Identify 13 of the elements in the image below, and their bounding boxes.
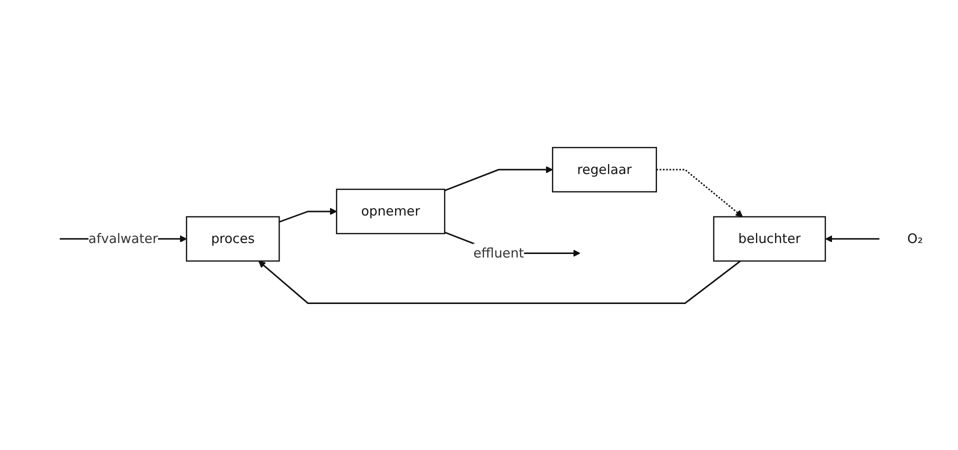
- node-text: O₂: [907, 230, 923, 246]
- arrow: [278, 207, 337, 222]
- edge-label: afvalwater: [88, 230, 158, 246]
- arrow: [656, 168, 743, 217]
- arrow: [258, 260, 741, 304]
- node-box: [186, 216, 280, 262]
- arrow: [825, 234, 880, 242]
- node-box: [713, 216, 826, 262]
- node-box: [336, 188, 446, 234]
- flow-diagram: afvalwater effluent proces opnemer regelaar beluchter O₂: [4, 140, 954, 310]
- edge-label: effluent: [473, 244, 524, 260]
- node-box: [552, 146, 657, 192]
- arrow: [444, 166, 553, 191]
